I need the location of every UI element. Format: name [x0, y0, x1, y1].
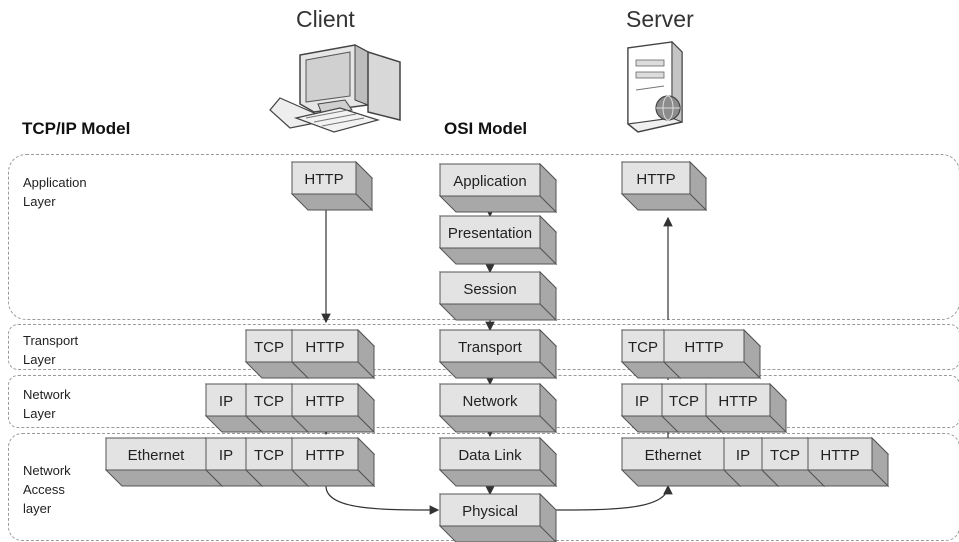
network-layer-label: Network Layer [23, 387, 71, 421]
transport-layer-label: Transport Layer [23, 333, 79, 367]
osi-model-title: OSI Model [444, 119, 528, 138]
application-layer-pane [8, 154, 959, 320]
application-layer-label: Application Layer [23, 175, 87, 209]
network-access-layer-label: Network Access layer [23, 463, 71, 516]
network-layer-pane [8, 375, 959, 428]
transport-layer-pane [8, 324, 959, 370]
client-computer-icon [269, 44, 401, 133]
client-heading: Client [296, 6, 355, 32]
server-tower-icon [627, 40, 683, 133]
network-access-layer-pane [8, 433, 959, 541]
server-heading: Server [626, 6, 694, 32]
tcpip-model-title: TCP/IP Model [22, 119, 131, 138]
